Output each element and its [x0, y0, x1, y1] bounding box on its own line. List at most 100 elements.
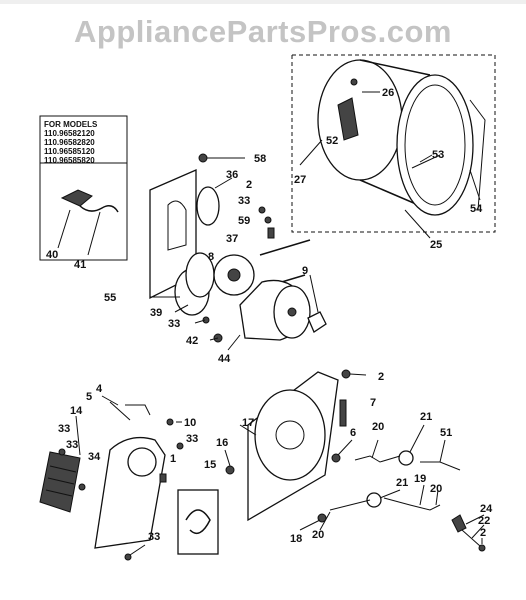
callout-19: 19	[414, 473, 426, 485]
heater-coil	[79, 205, 119, 213]
screw-34	[78, 483, 86, 491]
element-kit-box	[39, 162, 128, 261]
drum-lifter	[411, 154, 441, 169]
idler-bracket-22	[461, 529, 481, 547]
roller-clip-51	[420, 461, 461, 471]
callout-8: 8	[208, 251, 214, 263]
callout-22: 22	[478, 515, 490, 527]
callout-34: 34	[88, 451, 101, 463]
callout-9: 9	[302, 265, 308, 277]
screw-33b	[202, 316, 210, 324]
callouts: 26 52 27 53 54 25 58 36 2 33 59 37 8 9 5…	[46, 87, 493, 545]
callout-14: 14	[70, 405, 83, 417]
panel-center	[275, 420, 305, 450]
models-title: FOR MODELS	[44, 120, 98, 129]
models-box-border	[39, 115, 128, 164]
screw-2	[258, 206, 266, 214]
lower-bulkhead-assembly	[224, 369, 486, 552]
callout-58: 58	[254, 153, 266, 165]
drum-dashed-border	[291, 54, 496, 233]
model-number: 110.96585820	[44, 156, 95, 165]
models-box	[39, 115, 128, 261]
roller-axle-20c	[329, 499, 371, 511]
callout-42: 42	[186, 335, 198, 347]
drum-seal	[469, 99, 486, 211]
rear-bulkhead-blower	[149, 153, 327, 351]
drum-back-end	[317, 59, 403, 181]
callout-52: 52	[326, 135, 338, 147]
callout-21: 21	[396, 477, 408, 489]
watermark: AppliancePartsPros.com	[74, 14, 452, 49]
callout-33: 33	[238, 195, 250, 207]
callout-20: 20	[312, 529, 324, 541]
callout-41: 41	[74, 259, 86, 271]
door-opening	[127, 447, 157, 477]
lint-screen-14	[39, 451, 81, 513]
callout-27: 27	[294, 174, 306, 186]
roller-axle-20a	[354, 455, 401, 463]
blower-hub	[227, 268, 241, 282]
callout-2: 2	[246, 179, 252, 191]
shaft-6	[331, 453, 341, 463]
drum-inner-rim	[404, 84, 466, 206]
callout-37: 37	[226, 233, 238, 245]
screw-33	[264, 216, 272, 224]
drum-baffle	[337, 97, 359, 141]
callout-54: 54	[470, 203, 483, 215]
screw-58	[198, 153, 208, 163]
front-panel-assembly	[39, 395, 219, 561]
screw-2c	[478, 544, 486, 552]
callout-4: 4	[96, 383, 103, 395]
callout-1: 1	[170, 453, 176, 465]
drum-front-rim	[396, 74, 474, 216]
callout-33: 33	[66, 439, 78, 451]
callout-20: 20	[430, 483, 442, 495]
callout-20: 20	[372, 421, 384, 433]
screw-33c	[58, 448, 66, 456]
bracket-7	[339, 399, 347, 427]
screw-33f	[124, 553, 132, 561]
callout-21: 21	[420, 411, 432, 423]
bulkhead-opening	[167, 200, 187, 251]
panel-opening	[254, 389, 326, 481]
baffle-screw	[350, 78, 358, 86]
callout-10: 10	[184, 417, 196, 429]
callout-2: 2	[378, 371, 384, 383]
callout-33: 33	[58, 423, 70, 435]
roller-16	[225, 465, 235, 475]
idler-9	[307, 311, 327, 333]
motor-shaft	[287, 307, 297, 317]
callout-17: 17	[242, 417, 254, 429]
callout-33: 33	[168, 318, 180, 330]
switch-wire	[185, 509, 211, 535]
bracket-4	[125, 404, 151, 416]
callout-44: 44	[218, 353, 231, 365]
model-number: 110.96582820	[44, 138, 95, 147]
callout-24: 24	[480, 503, 493, 515]
drum-assembly	[291, 54, 496, 239]
screw-33e	[176, 442, 184, 450]
top-strip	[0, 0, 526, 4]
switch-kit-box-15	[177, 489, 219, 555]
roller-21b	[366, 492, 382, 508]
seal-ring	[196, 186, 220, 226]
callout-59: 59	[238, 215, 250, 227]
callout-40: 40	[46, 249, 58, 261]
pulley-24	[451, 514, 467, 533]
callout-55: 55	[104, 292, 116, 304]
models-box-text: FOR MODELS 110.96582120 110.96582820 110…	[44, 120, 97, 165]
callout-5: 5	[86, 391, 92, 403]
callout-33: 33	[148, 531, 160, 543]
callout-16: 16	[216, 437, 228, 449]
callout-36: 36	[226, 169, 238, 181]
callout-33: 33	[186, 433, 198, 445]
callout-18: 18	[290, 533, 302, 545]
callout-51: 51	[440, 427, 452, 439]
element-terminal	[60, 189, 93, 207]
roller-axle-19	[383, 497, 441, 511]
callout-15: 15	[204, 459, 216, 471]
lint-screen-mesh	[45, 465, 77, 497]
screw-10	[166, 418, 174, 426]
